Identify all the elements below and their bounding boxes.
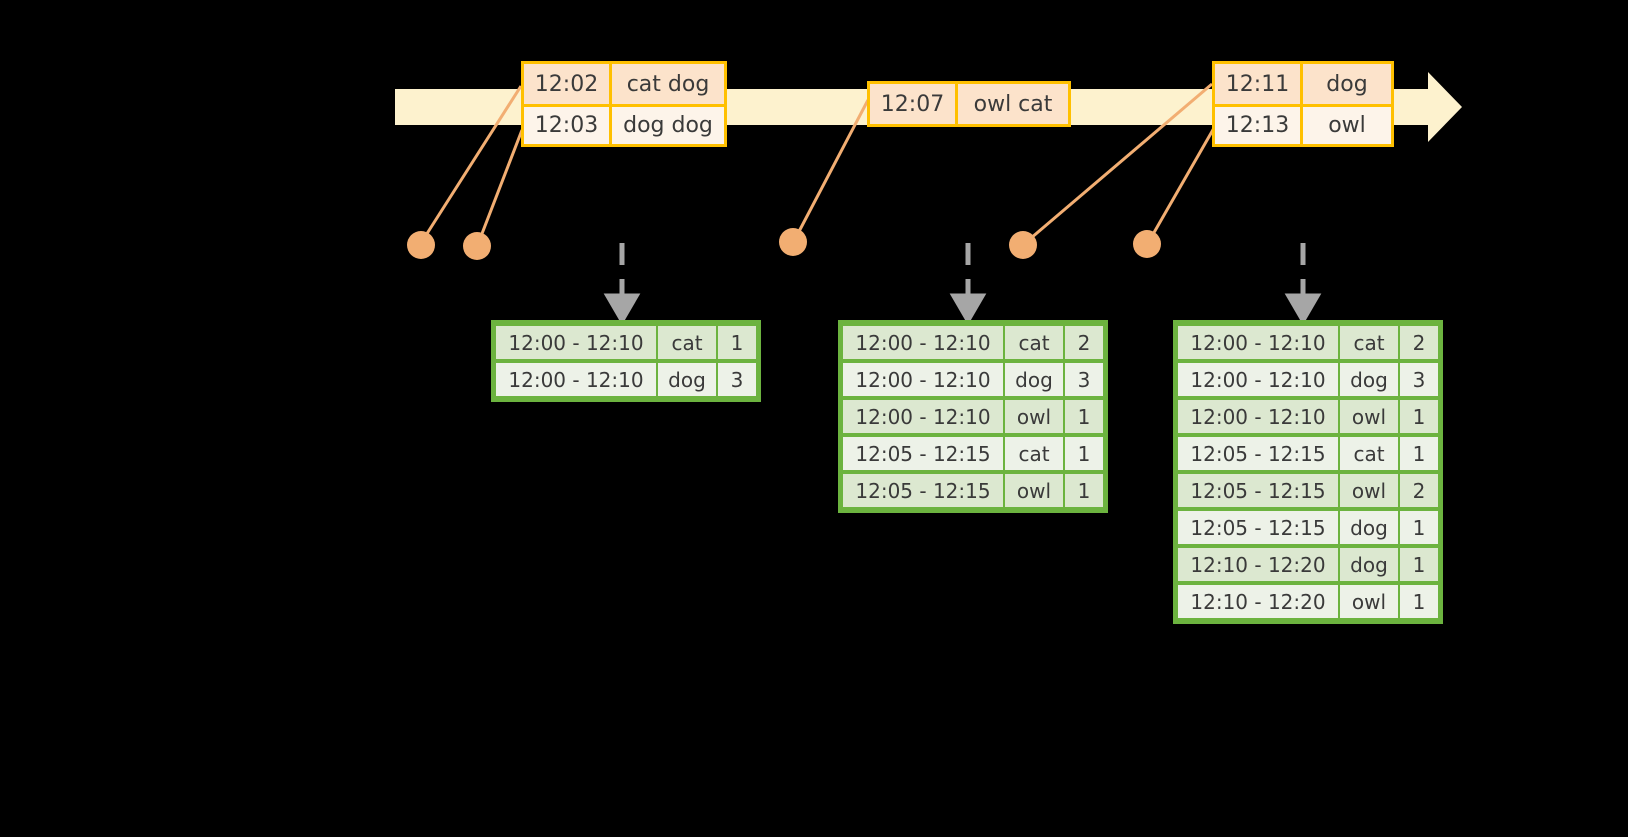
table-row[interactable]: 12:00 - 12:10 cat 2: [842, 324, 1104, 361]
event-group-1[interactable]: 12:02 cat dog 12:03 dog dog: [521, 61, 727, 147]
key-cell: owl: [1005, 400, 1063, 433]
count-cell: 2: [1400, 474, 1438, 507]
window-cell: 12:00 - 12:10: [496, 363, 656, 396]
event-time: 12:07: [870, 84, 958, 124]
table-row[interactable]: 12:05 - 12:15 cat 1: [1177, 435, 1439, 472]
event-row[interactable]: 12:03 dog dog: [524, 104, 724, 144]
table-row[interactable]: 12:00 - 12:10 cat 2: [1177, 324, 1439, 361]
key-cell: cat: [658, 326, 716, 359]
table-row[interactable]: 12:00 - 12:10 cat 1: [495, 324, 757, 361]
key-cell: cat: [1340, 326, 1398, 359]
emit-arrow-2: [949, 243, 987, 325]
count-cell: 1: [1065, 400, 1103, 433]
emit-arrows: [603, 243, 1322, 325]
window-cell: 12:05 - 12:15: [1178, 437, 1338, 470]
table-row[interactable]: 12:00 - 12:10 dog 3: [842, 361, 1104, 398]
count-cell: 3: [1065, 363, 1103, 396]
result-table-1[interactable]: 12:00 - 12:10 cat 1 12:00 - 12:10 dog 3: [491, 320, 761, 402]
window-cell: 12:00 - 12:10: [843, 400, 1003, 433]
window-cell: 12:10 - 12:20: [1178, 548, 1338, 581]
count-cell: 1: [1400, 400, 1438, 433]
marker-dots: [407, 228, 1161, 260]
emit-arrow-1: [603, 243, 641, 325]
key-cell: owl: [1340, 400, 1398, 433]
marker-dot-5: [1133, 230, 1161, 258]
event-time: 12:11: [1215, 64, 1303, 104]
table-row[interactable]: 12:00 - 12:10 owl 1: [842, 398, 1104, 435]
event-time: 12:03: [524, 107, 612, 144]
count-cell: 1: [1400, 548, 1438, 581]
event-row[interactable]: 12:13 owl: [1215, 104, 1391, 144]
window-cell: 12:05 - 12:15: [1178, 474, 1338, 507]
event-group-2[interactable]: 12:07 owl cat: [867, 81, 1071, 127]
window-cell: 12:00 - 12:10: [1178, 326, 1338, 359]
event-words: dog dog: [612, 107, 724, 144]
event-words: owl cat: [958, 84, 1068, 124]
event-row[interactable]: 12:11 dog: [1215, 64, 1391, 104]
table-row[interactable]: 12:10 - 12:20 owl 1: [1177, 583, 1439, 620]
window-cell: 12:00 - 12:10: [1178, 363, 1338, 396]
table-row[interactable]: 12:00 - 12:10 dog 3: [1177, 361, 1439, 398]
window-cell: 12:05 - 12:15: [843, 437, 1003, 470]
marker-dot-3: [779, 228, 807, 256]
table-row[interactable]: 12:05 - 12:15 dog 1: [1177, 509, 1439, 546]
count-cell: 1: [718, 326, 756, 359]
count-cell: 1: [1400, 437, 1438, 470]
count-cell: 1: [1400, 511, 1438, 544]
window-cell: 12:00 - 12:10: [496, 326, 656, 359]
count-cell: 3: [718, 363, 756, 396]
event-time: 12:02: [524, 64, 612, 104]
event-row[interactable]: 12:02 cat dog: [524, 64, 724, 104]
key-cell: owl: [1340, 474, 1398, 507]
window-cell: 12:00 - 12:10: [843, 326, 1003, 359]
count-cell: 2: [1400, 326, 1438, 359]
table-row[interactable]: 12:00 - 12:10 dog 3: [495, 361, 757, 398]
event-words: cat dog: [612, 64, 724, 104]
window-cell: 12:05 - 12:15: [843, 474, 1003, 507]
key-cell: cat: [1340, 437, 1398, 470]
window-cell: 12:00 - 12:10: [1178, 400, 1338, 433]
count-cell: 1: [1065, 474, 1103, 507]
key-cell: dog: [1005, 363, 1063, 396]
marker-dot-2: [463, 232, 491, 260]
window-cell: 12:10 - 12:20: [1178, 585, 1338, 618]
table-row[interactable]: 12:00 - 12:10 owl 1: [1177, 398, 1439, 435]
count-cell: 2: [1065, 326, 1103, 359]
count-cell: 3: [1400, 363, 1438, 396]
count-cell: 1: [1065, 437, 1103, 470]
count-cell: 1: [1400, 585, 1438, 618]
key-cell: owl: [1340, 585, 1398, 618]
key-cell: dog: [658, 363, 716, 396]
emit-arrow-3: [1284, 243, 1322, 325]
table-row[interactable]: 12:05 - 12:15 owl 2: [1177, 472, 1439, 509]
event-words: owl: [1303, 107, 1391, 144]
table-row[interactable]: 12:05 - 12:15 cat 1: [842, 435, 1104, 472]
result-table-2[interactable]: 12:00 - 12:10 cat 2 12:00 - 12:10 dog 3 …: [838, 320, 1108, 513]
window-cell: 12:05 - 12:15: [1178, 511, 1338, 544]
key-cell: dog: [1340, 548, 1398, 581]
marker-dot-1: [407, 231, 435, 259]
window-cell: 12:00 - 12:10: [843, 363, 1003, 396]
key-cell: dog: [1340, 363, 1398, 396]
event-words: dog: [1303, 64, 1391, 104]
event-group-3[interactable]: 12:11 dog 12:13 owl: [1212, 61, 1394, 147]
table-row[interactable]: 12:10 - 12:20 dog 1: [1177, 546, 1439, 583]
key-cell: dog: [1340, 511, 1398, 544]
table-row[interactable]: 12:05 - 12:15 owl 1: [842, 472, 1104, 509]
key-cell: cat: [1005, 437, 1063, 470]
key-cell: cat: [1005, 326, 1063, 359]
event-row[interactable]: 12:07 owl cat: [870, 84, 1068, 124]
event-time: 12:13: [1215, 107, 1303, 144]
marker-dot-4: [1009, 231, 1037, 259]
key-cell: owl: [1005, 474, 1063, 507]
result-table-3[interactable]: 12:00 - 12:10 cat 2 12:00 - 12:10 dog 3 …: [1173, 320, 1443, 624]
